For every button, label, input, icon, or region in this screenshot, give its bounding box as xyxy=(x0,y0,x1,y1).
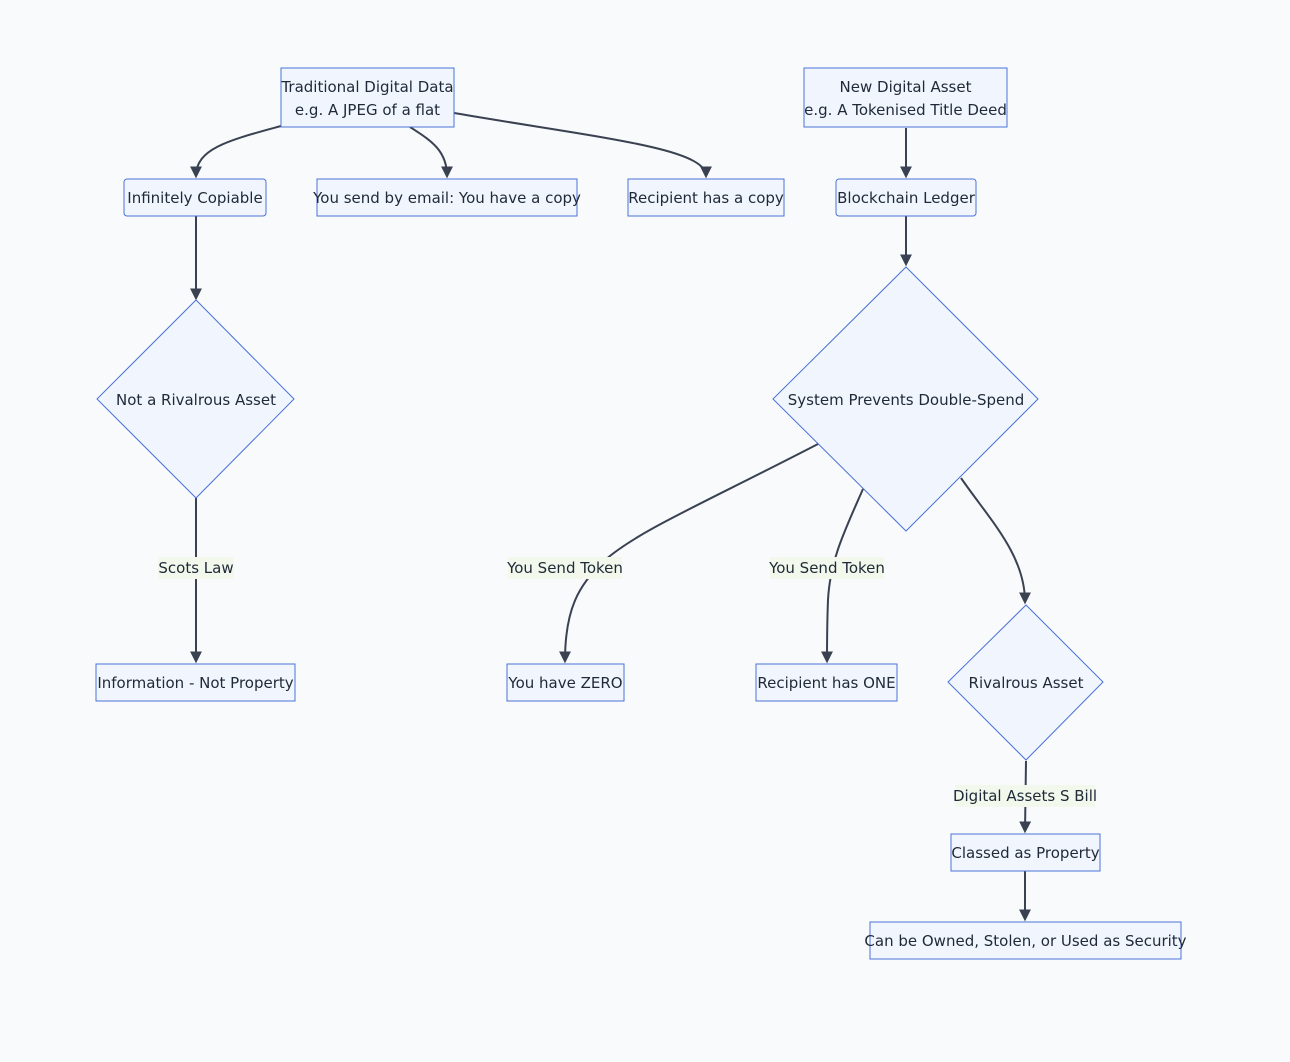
node-infinitely-copiable: Infinitely Copiable xyxy=(123,178,267,217)
edge-label-send-token-a: You Send Token xyxy=(506,557,623,579)
node-new-digital-asset: New Digital Asset e.g. A Tokenised Title… xyxy=(803,67,1008,128)
node-you-have-zero: You have ZERO xyxy=(506,663,625,702)
node-you-send-by-email: You send by email: You have a copy xyxy=(312,178,581,217)
edge-traditional-to-copiable xyxy=(190,125,282,179)
svg-text:You Send Token: You Send Token xyxy=(506,559,623,577)
edge-labels: Scots Law You Send Token You Send Token … xyxy=(158,557,1097,807)
edges xyxy=(190,112,1032,922)
node-blockchain-ledger: Blockchain Ledger xyxy=(835,178,977,217)
nodes: Traditional Digital Data e.g. A JPEG of … xyxy=(95,67,1187,960)
node-recipient-has-one: Recipient has ONE xyxy=(755,663,898,702)
edge-label-send-token-b: You Send Token xyxy=(768,557,885,579)
svg-text:Information - Not Property: Information - Not Property xyxy=(97,674,293,692)
edge-doublespend-to-zero xyxy=(559,443,819,664)
svg-text:You have ZERO: You have ZERO xyxy=(507,674,622,692)
node-classed-as-property: Classed as Property xyxy=(950,833,1101,872)
edge-label-digital-assets-bill: Digital Assets S Bill xyxy=(953,785,1097,807)
svg-text:Can be Owned, Stolen, or Used: Can be Owned, Stolen, or Used as Securit… xyxy=(864,932,1186,950)
edge-traditional-to-recipient-copy xyxy=(453,112,712,179)
edge-traditional-to-email xyxy=(409,126,453,179)
node-information-not-property: Information - Not Property xyxy=(95,663,296,702)
node-not-rivalrous-asset: Not a Rivalrous Asset xyxy=(96,299,295,499)
svg-text:Blockchain Ledger: Blockchain Ledger xyxy=(837,189,976,207)
svg-text:Recipient has ONE: Recipient has ONE xyxy=(757,674,895,692)
svg-text:Not a Rivalrous Asset: Not a Rivalrous Asset xyxy=(116,391,276,409)
svg-text:Digital Assets S Bill: Digital Assets S Bill xyxy=(953,787,1097,805)
svg-text:System Prevents Double-Spend: System Prevents Double-Spend xyxy=(788,391,1025,409)
svg-text:You send by email: You have a: You send by email: You have a copy xyxy=(312,189,581,207)
svg-text:New Digital Asset: New Digital Asset xyxy=(840,78,972,96)
edge-label-scots-law: Scots Law xyxy=(158,557,234,579)
edge-doublespend-to-one xyxy=(821,488,864,664)
node-system-prevents-double-spend: System Prevents Double-Spend xyxy=(772,266,1039,532)
edge-doublespend-to-rivalrous xyxy=(960,477,1031,605)
svg-text:Recipient has a copy: Recipient has a copy xyxy=(628,189,784,207)
svg-text:Classed as Property: Classed as Property xyxy=(951,844,1099,862)
svg-text:Traditional Digital Data: Traditional Digital Data xyxy=(280,78,453,96)
svg-text:e.g. A Tokenised Title Deed: e.g. A Tokenised Title Deed xyxy=(804,101,1007,119)
svg-text:You Send Token: You Send Token xyxy=(768,559,885,577)
svg-text:Infinitely Copiable: Infinitely Copiable xyxy=(127,189,262,207)
svg-text:Scots Law: Scots Law xyxy=(158,559,233,577)
svg-text:Rivalrous Asset: Rivalrous Asset xyxy=(969,674,1084,692)
node-traditional-digital-data: Traditional Digital Data e.g. A JPEG of … xyxy=(280,67,455,128)
node-rivalrous-asset: Rivalrous Asset xyxy=(947,604,1104,761)
svg-text:e.g. A JPEG of a flat: e.g. A JPEG of a flat xyxy=(295,101,440,119)
node-recipient-has-copy: Recipient has a copy xyxy=(627,178,785,217)
node-can-be-owned-stolen-security: Can be Owned, Stolen, or Used as Securit… xyxy=(864,921,1187,960)
